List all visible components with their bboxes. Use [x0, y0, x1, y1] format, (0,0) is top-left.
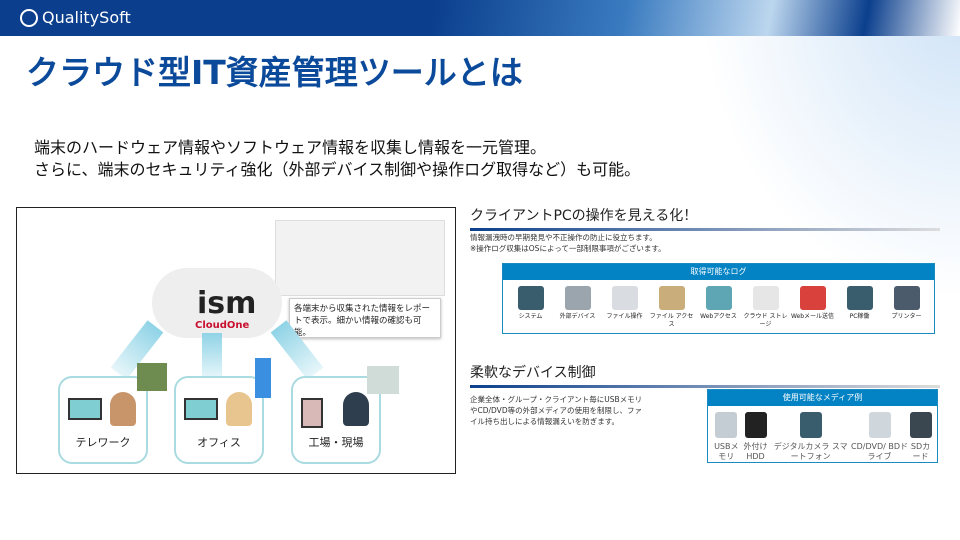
log-item: クラウド ストレージ: [744, 286, 788, 329]
dashboard-screenshot: [275, 220, 445, 296]
item-icon: [868, 412, 891, 438]
arrow-icon: [202, 333, 222, 378]
item-icon: [893, 286, 920, 310]
section-heading-visibility: クライアントPCの操作を見える化！: [470, 205, 940, 231]
product-sub-logo: CloudOne: [195, 320, 250, 331]
location-card-factory: 工場・現場: [291, 376, 381, 464]
system-diagram: ism CloudOne 各端末から収集された情報をレポートで表示。細かい情報の…: [16, 207, 456, 474]
item-label: 外付けHDD: [743, 442, 768, 461]
logo-text: QualitySoft: [42, 8, 131, 27]
item-icon: [799, 412, 822, 438]
section1-text-2: ※操作ログ収集はOSによって一部制限事項がございます。: [470, 244, 666, 253]
item-label: ファイル アクセス: [649, 313, 694, 328]
item-label: ファイル操作: [606, 313, 643, 320]
log-item: SDカード: [908, 412, 933, 462]
item-icon: [909, 412, 932, 438]
item-icon: [611, 286, 638, 310]
item-label: Webメール送信: [790, 313, 835, 320]
header-bar: [0, 0, 960, 36]
section1-text-1: 情報漏洩時の早期発見や不正操作の防止に役立ちます。: [470, 233, 657, 242]
log-item: プリンター: [885, 286, 929, 329]
tablet-icon: [301, 398, 323, 428]
product-logo: ism: [197, 286, 257, 321]
lead-line-2: さらに、端末のセキュリティ強化（外部デバイス制御や操作ログ取得など）も可能。: [34, 160, 641, 179]
item-icon: [715, 412, 738, 438]
slide-title: クラウド型IT資産管理ツールとは: [26, 53, 523, 92]
log-item: PC稼働: [838, 286, 882, 329]
item-label: CD/DVD/ BDドライブ: [851, 442, 908, 461]
item-icon: [517, 286, 544, 310]
log-item: システム: [509, 286, 553, 329]
log-item: 外部デバイス: [556, 286, 600, 329]
person-icon: [110, 392, 136, 426]
item-icon: [658, 286, 685, 310]
item-label: クラウド ストレージ: [743, 313, 788, 328]
person-icon: [226, 392, 252, 426]
item-label: 外部デバイス: [559, 313, 596, 320]
location-card-office: オフィス: [174, 376, 264, 464]
logo-mark-icon: [20, 8, 38, 27]
item-icon: [752, 286, 779, 310]
item-label: システム: [518, 313, 543, 320]
item-label: SDカード: [910, 442, 931, 461]
log-item: CD/DVD/ BDドライブ: [851, 412, 908, 462]
log-types-panel: 取得可能なログ システム 外部デバイス ファイル操作ファイル アクセス Webアクセス…: [502, 263, 935, 334]
item-label: デジタルカメラ スマートフォン: [773, 442, 848, 461]
monitor-icon: [184, 398, 218, 420]
item-label: PC稼働: [849, 313, 870, 320]
section-heading-device-control: 柔軟なデバイス制御: [470, 362, 940, 388]
background-swoosh: [700, 0, 960, 300]
report-note: 各端末から収集された情報をレポートで表示。細かい情報の確認も可能。: [289, 298, 441, 338]
item-icon: [744, 412, 767, 438]
item-icon: [799, 286, 826, 310]
company-logo: QualitySoft: [20, 8, 131, 27]
item-label: USBメモリ: [714, 442, 739, 461]
panel-title: 使用可能なメディア例: [708, 390, 937, 406]
log-item: ファイル アクセス: [650, 286, 694, 329]
location-card-telework: テレワーク: [58, 376, 148, 464]
item-icon: [846, 286, 873, 310]
building-icon: [255, 358, 271, 398]
cloud-icon: [152, 268, 282, 338]
location-label: 工場・現場: [308, 436, 364, 449]
item-label: Webアクセス: [700, 313, 737, 320]
log-item: ファイル操作: [603, 286, 647, 329]
location-label: テレワーク: [75, 436, 131, 449]
section2-text: 企業全体・グループ・クライアント毎にUSBメモリやCD/DVD等の外部メディアの…: [470, 395, 643, 426]
monitor-icon: [68, 398, 102, 420]
location-label: オフィス: [197, 436, 241, 449]
house-icon: [137, 363, 167, 391]
panel-title: 取得可能なログ: [503, 264, 934, 280]
log-item: デジタルカメラ スマートフォン: [770, 412, 850, 462]
log-item: Webメール送信: [791, 286, 835, 329]
log-item: USBメモリ: [712, 412, 741, 462]
log-item: Webアクセス: [697, 286, 741, 329]
item-icon: [564, 286, 591, 310]
item-icon: [705, 286, 732, 310]
lead-line-1: 端末のハードウェア情報やソフトウェア情報を収集し情報を一元管理。: [34, 138, 547, 157]
person-icon: [343, 392, 369, 426]
factory-icon: [367, 366, 399, 394]
log-item: 外付けHDD: [741, 412, 771, 462]
item-label: プリンター: [891, 313, 922, 320]
